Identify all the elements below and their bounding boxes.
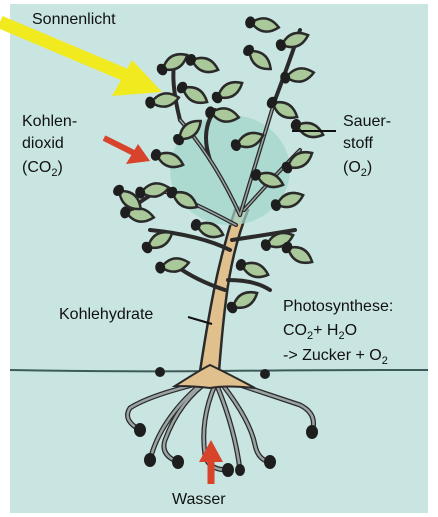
co2-label-line3: (CO2) bbox=[22, 158, 63, 183]
photosynthesis-label: Photosynthese: bbox=[283, 297, 393, 317]
o2-label-line3: (O2) bbox=[343, 158, 372, 183]
leaf bbox=[134, 181, 170, 200]
co2-label-line2: dioxid bbox=[22, 134, 64, 154]
sun-arrow-icon bbox=[0, 22, 162, 96]
leaf bbox=[289, 117, 325, 141]
leaf bbox=[244, 15, 280, 34]
o2-label-line1: Sauer- bbox=[343, 112, 391, 132]
co2-arrow-icon bbox=[104, 138, 150, 164]
leaf bbox=[174, 79, 210, 107]
co2-label-line1: Kohlen- bbox=[22, 112, 77, 132]
water-label: Wasser bbox=[172, 490, 226, 510]
leaf bbox=[224, 287, 260, 315]
leaf bbox=[279, 239, 315, 267]
carbohydrates-label: Kohlehydrate bbox=[59, 305, 153, 325]
trunk-base bbox=[175, 365, 255, 388]
o2-label-line2: stoff bbox=[343, 134, 373, 154]
leaf bbox=[144, 91, 180, 110]
leaf bbox=[234, 257, 270, 281]
sunlight-label: Sonnenlicht bbox=[32, 10, 116, 30]
leaf bbox=[209, 77, 245, 105]
roots-fill bbox=[128, 380, 314, 470]
photosynthesis-formula-line1: CO2+ H2O bbox=[283, 321, 357, 346]
leaf bbox=[184, 52, 220, 76]
leaf bbox=[241, 42, 275, 74]
photosynthesis-formula-line2: -> Zucker + O2 bbox=[283, 346, 388, 371]
